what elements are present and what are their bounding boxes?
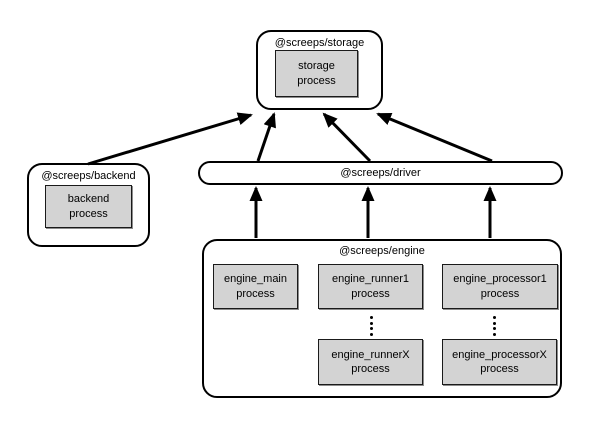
node-driver-title: @screeps/driver [340,167,421,179]
engine-processorX-process-box: engine_processorX process [442,339,557,385]
engine-processor1-process-box: engine_processor1 process [442,264,558,309]
node-backend-title: @screeps/backend [41,170,136,182]
engine-main-process-box: engine_main process [213,264,298,309]
arrow-driver-to-storage-left [256,112,276,162]
arrow-backend-to-storage [87,112,253,166]
vertical-ellipsis-icon [488,316,500,336]
engine-runner1-process-box: engine_runner1 process [318,264,423,309]
engine-runnerX-process-box: engine_runnerX process [318,339,423,385]
node-storage-title: @screeps/storage [274,37,365,49]
arrow-driver-to-storage-right [376,112,493,163]
arrow-driver-to-storage-middle [322,112,372,163]
node-engine: @screeps/engine engine_main process engi… [202,239,562,398]
vertical-ellipsis-icon [365,316,377,336]
node-storage: @screeps/storage storage process [256,30,383,110]
node-engine-title: @screeps/engine [339,245,425,257]
backend-process-box: backend process [45,185,132,228]
node-driver: @screeps/driver [198,161,563,185]
node-backend: @screeps/backend backend process [27,163,150,247]
storage-process-box: storage process [275,50,358,97]
